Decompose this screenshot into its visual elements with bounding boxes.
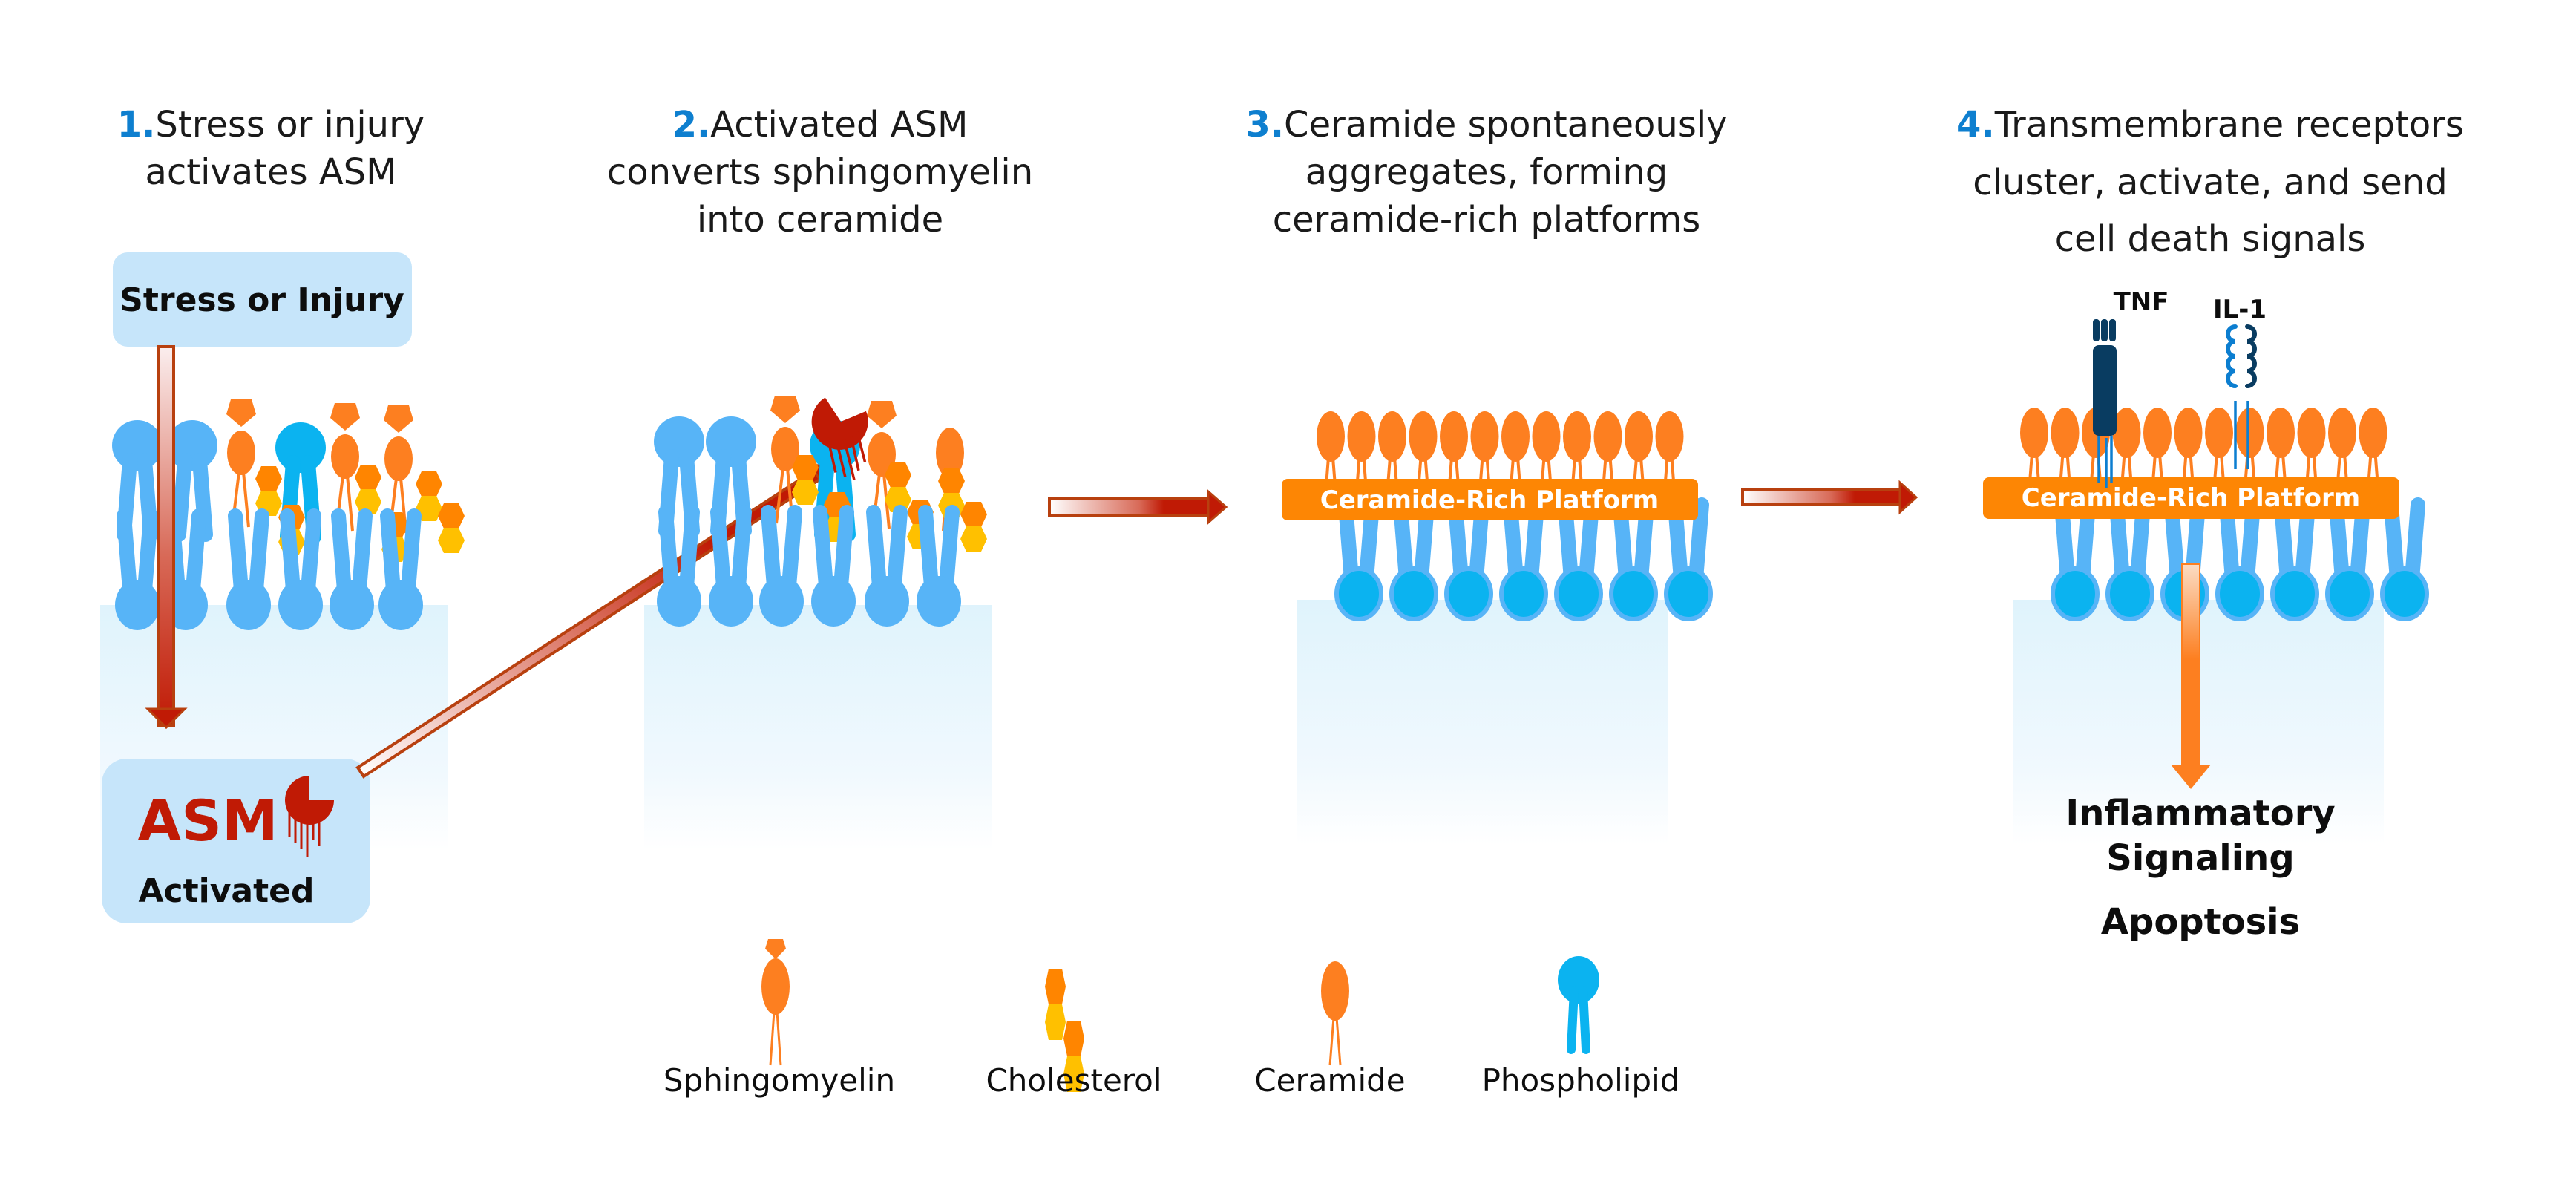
phospholipid-icon <box>1558 956 1599 1054</box>
phospholipid-molecule <box>2270 497 2319 621</box>
cholesterol-molecule <box>792 455 819 505</box>
step-2-number: 2. <box>672 104 711 145</box>
svg-text:3.Ceramide spontaneously: 3.Ceramide spontaneously <box>1245 104 1727 145</box>
cholesterol-molecule <box>255 466 282 516</box>
sphingomyelin-icon <box>761 939 790 1066</box>
phospholipid-molecule <box>1334 497 1383 621</box>
asm-label: ASM <box>137 788 278 854</box>
svg-text:4.Transmembrane receptors: 4.Transmembrane receptors <box>1956 104 2464 145</box>
svg-text:Cholesterol: Cholesterol <box>986 1062 1161 1099</box>
cytoplasm-panel-3 <box>1297 600 1668 845</box>
legend-item-phospholipid: Phospholipid <box>1482 956 1680 1099</box>
cholesterol-molecule <box>885 462 911 512</box>
step-3-title: 3.Ceramide spontaneously aggregates, for… <box>1245 104 1727 241</box>
membrane-panel-2 <box>654 396 987 627</box>
phospholipid-molecule <box>709 505 753 627</box>
svg-text:converts sphingomyelin: converts sphingomyelin <box>607 151 1033 193</box>
outcome-signaling: Signaling <box>2106 837 2294 879</box>
cytoplasm-panel-2 <box>644 605 992 850</box>
legend-item-cholesterol: Cholesterol <box>986 969 1162 1099</box>
ceramide-icon <box>1321 961 1349 1066</box>
phospholipid-molecule <box>657 505 701 627</box>
svg-text:activates ASM: activates ASM <box>145 151 396 193</box>
step-2-title: 2.Activated ASM converts sphingomyelin i… <box>607 104 1033 241</box>
svg-text:Ceramide-Rich Platform: Ceramide-Rich Platform <box>1320 485 1659 515</box>
arrow-signal-down <box>2171 563 2211 789</box>
cholesterol-molecule <box>416 471 442 521</box>
phospholipid-molecule <box>1554 497 1603 621</box>
svg-text:2.Activated ASM: 2.Activated ASM <box>672 104 969 145</box>
il1-label: IL-1 <box>2213 295 2267 324</box>
svg-text:cluster, activate, and send: cluster, activate, and send <box>1973 162 2447 203</box>
step-1-title: 1.Stress or injury activates ASM <box>117 104 425 193</box>
phospholipid-molecule <box>1389 497 1438 621</box>
svg-text:Sphingomyelin: Sphingomyelin <box>663 1062 895 1099</box>
svg-text:aggregates, forming: aggregates, forming <box>1305 151 1668 193</box>
arrow-stress-to-asm <box>145 345 188 730</box>
legend: Sphingomyelin Cholesterol Ceramide Pho <box>663 939 1679 1099</box>
activated-label: Activated <box>139 872 315 910</box>
phospholipid-molecule <box>330 508 374 630</box>
membrane-panel-1 <box>112 399 465 630</box>
arrow-step2-to-step3 <box>1048 488 1228 526</box>
outcome-apoptosis: Apoptosis <box>2101 901 2300 943</box>
phospholipid-molecule <box>865 505 909 627</box>
svg-text:Ceramide: Ceramide <box>1254 1062 1405 1099</box>
phospholipid-molecule <box>378 508 423 630</box>
ceramide-rich-platform-4: Ceramide-Rich Platform <box>1983 477 2399 519</box>
cholesterol-icon <box>1045 969 1084 1092</box>
phospholipid-molecule <box>1664 497 1713 621</box>
step-4-title: 4.Transmembrane receptors cluster, activ… <box>1956 104 2464 260</box>
svg-text:Phospholipid: Phospholipid <box>1482 1062 1680 1099</box>
phospholipid-molecule <box>1444 497 1493 621</box>
sphingomyelin-molecule <box>226 399 256 528</box>
phospholipid-molecule <box>278 508 323 630</box>
svg-text:cell death signals: cell death signals <box>2055 218 2366 260</box>
outcome-inflammatory: Inflammatory <box>2065 793 2335 834</box>
phospholipid-molecule <box>2105 497 2154 621</box>
phospholipid-molecule <box>1499 497 1548 621</box>
legend-item-sphingomyelin: Sphingomyelin <box>663 939 895 1099</box>
cholesterol-molecule <box>438 503 465 553</box>
phospholipid-molecule <box>226 508 271 630</box>
tnf-receptor: TNF <box>2093 287 2169 488</box>
outcomes: Inflammatory Signaling Apoptosis <box>2065 793 2335 943</box>
step-1-number: 1. <box>117 104 156 145</box>
phospholipid-molecule <box>811 505 856 627</box>
svg-text:Stress or Injury: Stress or Injury <box>119 281 404 319</box>
ceramide-rich-platform-3: Ceramide-Rich Platform <box>1282 479 1698 520</box>
phospholipid-molecule <box>2051 497 2100 621</box>
tnf-label: TNF <box>2114 287 2169 317</box>
phospholipid-molecule <box>2215 497 2264 621</box>
arrow-step3-to-step4 <box>1741 480 1918 515</box>
asm-enzyme-icon <box>285 776 334 857</box>
step-4-number: 4. <box>1956 104 1995 145</box>
cholesterol-molecule <box>960 502 987 552</box>
stress-or-injury-box: Stress or Injury <box>113 252 412 347</box>
phospholipid-molecule <box>759 505 804 627</box>
phospholipid-molecule <box>2325 497 2374 621</box>
sphingomyelin-molecule <box>330 403 360 532</box>
il1-receptor: IL-1 <box>2213 295 2267 469</box>
svg-text:ceramide-rich platforms: ceramide-rich platforms <box>1273 199 1701 241</box>
cholesterol-molecule <box>355 465 381 514</box>
phospholipid-molecule <box>2380 497 2429 621</box>
asm-activated-box: ASM Activated <box>102 759 370 923</box>
phospholipid-molecule <box>1609 497 1658 621</box>
phospholipid-molecule <box>115 508 160 630</box>
phospholipid-molecule <box>917 505 961 627</box>
step-3-number: 3. <box>1245 104 1284 145</box>
svg-text:1.Stress or injury: 1.Stress or injury <box>117 104 425 145</box>
legend-item-ceramide: Ceramide <box>1254 961 1406 1099</box>
svg-text:into ceramide: into ceramide <box>697 199 943 241</box>
sphingomyelin-molecule <box>867 401 897 529</box>
asm-enzyme-acting-icon <box>811 397 868 481</box>
svg-text:Ceramide-Rich Platform: Ceramide-Rich Platform <box>2022 483 2360 513</box>
sphingomyelin-molecule <box>770 396 800 524</box>
